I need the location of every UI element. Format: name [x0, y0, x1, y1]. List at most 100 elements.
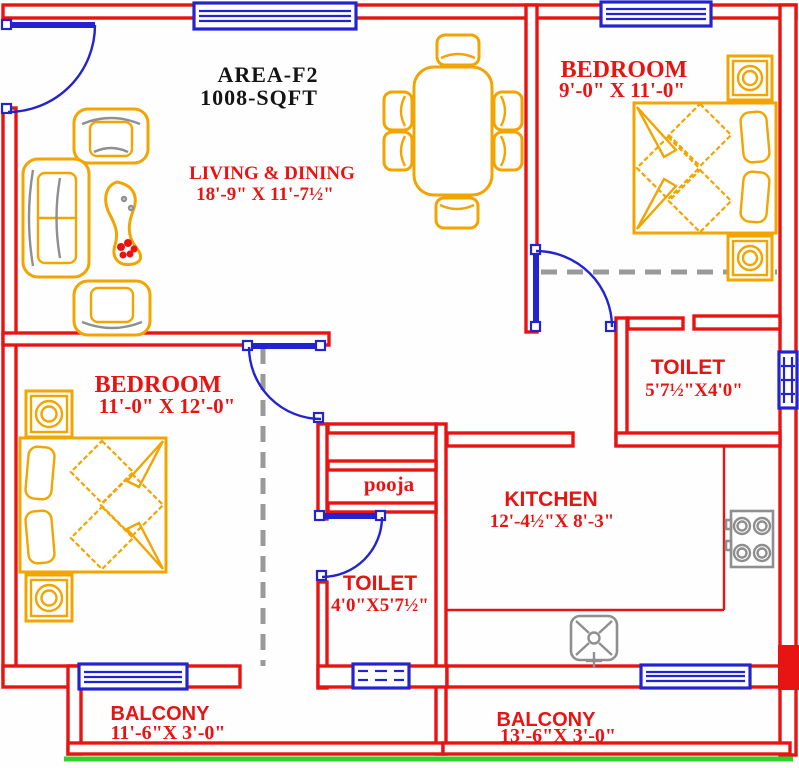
- door-bedroom2: [241, 339, 327, 424]
- wall-pooja-shelf-top: [326, 459, 438, 472]
- side-table: [726, 54, 774, 102]
- stove-knob: [724, 539, 733, 552]
- sofa-set: [21, 107, 152, 337]
- gas-stove: [724, 509, 775, 569]
- dining-chair: [492, 130, 524, 172]
- room-label-bedroom1: BEDROOM: [561, 57, 688, 83]
- room-dims-living: 18'-9" X 11'-7½": [196, 184, 334, 205]
- coffee-table: [104, 180, 142, 267]
- stove-knob: [724, 518, 733, 531]
- door-hinge: [604, 320, 617, 333]
- room-dims-bedroom1: 9'-0" X 11'-0": [559, 78, 685, 102]
- side-table: [24, 389, 74, 439]
- wall-balcony1-bottom: [66, 741, 445, 756]
- room-dims-bedroom2: 11'-0" X 12'-0": [99, 394, 235, 418]
- blanket-fold: [125, 521, 165, 570]
- burner: [732, 516, 752, 536]
- pillow: [24, 445, 56, 501]
- room-label-toilet1: TOILET: [651, 356, 725, 379]
- doors-layer: [0, 18, 617, 582]
- bed-bedroom1: [632, 101, 778, 235]
- ventilator-toilet2-bottom: [351, 662, 411, 690]
- door-main-entrance: [0, 18, 97, 115]
- burner: [752, 543, 772, 563]
- window-bedroom1-top: [599, 0, 713, 28]
- burner: [752, 516, 772, 536]
- wall-toilet1-top-a: [626, 316, 685, 331]
- door-hinge: [0, 18, 13, 31]
- door-swing-arc: [247, 346, 322, 421]
- room-label-kitchen: KITCHEN: [504, 488, 597, 511]
- side-table: [24, 573, 74, 623]
- door-toilet2: [313, 509, 387, 582]
- door-swing-arc: [321, 516, 384, 579]
- door-hinge: [313, 509, 326, 522]
- pillow: [739, 170, 771, 224]
- quilt-diamond: [635, 135, 701, 201]
- window-balcony1-top: [77, 662, 189, 691]
- wall-toilet1-bottom: [614, 431, 782, 448]
- dining-chair: [382, 130, 414, 172]
- dining-set: [382, 33, 524, 230]
- room-dims-toilet1: 5'7½"X4'0": [645, 380, 743, 401]
- wall-toilet1-left: [614, 316, 629, 447]
- plan-subtitle: 1008-SQFT: [200, 85, 318, 110]
- blanket-fold: [635, 106, 678, 159]
- room-label-pooja: pooja: [364, 472, 415, 496]
- room-label-toilet2: TOILET: [343, 572, 417, 595]
- sofa: [21, 157, 91, 279]
- armchair: [72, 107, 150, 165]
- pillow: [24, 509, 56, 565]
- wall-kitchen-top: [445, 431, 575, 448]
- door-hinge: [529, 243, 542, 256]
- window-living-top: [192, 1, 358, 31]
- burner: [732, 543, 752, 563]
- dining-table: [412, 65, 494, 197]
- labels-layer: AREA-F2 1008-SQFT LIVING & DINING 18'-9"…: [95, 57, 743, 747]
- wall-toilet2-left-upper: [316, 422, 329, 521]
- door-hinge: [315, 569, 328, 582]
- flower-decor: [117, 239, 138, 259]
- dining-chair: [382, 90, 414, 132]
- quilt-diamond: [667, 168, 733, 234]
- masonry-block: [778, 645, 799, 690]
- door-bedroom1: [529, 243, 617, 333]
- door-hinge: [312, 411, 325, 424]
- door-hinge: [529, 320, 542, 333]
- bed-bedroom2: [18, 436, 168, 574]
- window-kitchen-south: [639, 663, 752, 690]
- wall-balcony2-bottom: [441, 741, 792, 756]
- door-hinge: [374, 509, 387, 522]
- blanket-fold: [635, 177, 678, 230]
- ventilator-toilet1-right: [777, 350, 799, 410]
- kitchen-sink: [569, 614, 619, 668]
- dining-chair: [434, 196, 480, 230]
- room-dims-toilet2: 4'0"X5'7½": [331, 595, 429, 616]
- door-swing-arc: [7, 24, 97, 114]
- door-hinge: [0, 102, 13, 115]
- furniture-layer: [18, 33, 778, 668]
- wall-outer-left: [1, 106, 18, 679]
- room-dims-balcony2: 13'-6"X 3'-0": [500, 725, 616, 747]
- windows-layer: [77, 0, 799, 691]
- quilt-diamond: [667, 102, 733, 168]
- room-label-balcony1: BALCONY: [111, 703, 211, 725]
- door-swing-arc: [535, 249, 614, 328]
- armchair: [72, 279, 152, 337]
- room-label-bedroom2: BEDROOM: [95, 372, 222, 398]
- blanket-fold: [125, 440, 165, 489]
- dining-chair: [435, 33, 481, 67]
- door-hinge: [314, 339, 327, 352]
- room-label-living: LIVING & DINING: [189, 163, 355, 184]
- door-hinge: [241, 339, 254, 352]
- room-dims-balcony1: 11'-6"X 3'-0": [111, 722, 226, 744]
- wall-toilet1-top-b: [692, 314, 782, 331]
- side-table: [726, 234, 774, 282]
- room-dims-kitchen: 12'-4½"X 8'-3": [490, 511, 615, 532]
- dining-chair: [492, 90, 524, 132]
- room-label-balcony2: BALCONY: [497, 709, 597, 731]
- pillow: [739, 110, 771, 164]
- wall-pooja-top: [326, 422, 438, 435]
